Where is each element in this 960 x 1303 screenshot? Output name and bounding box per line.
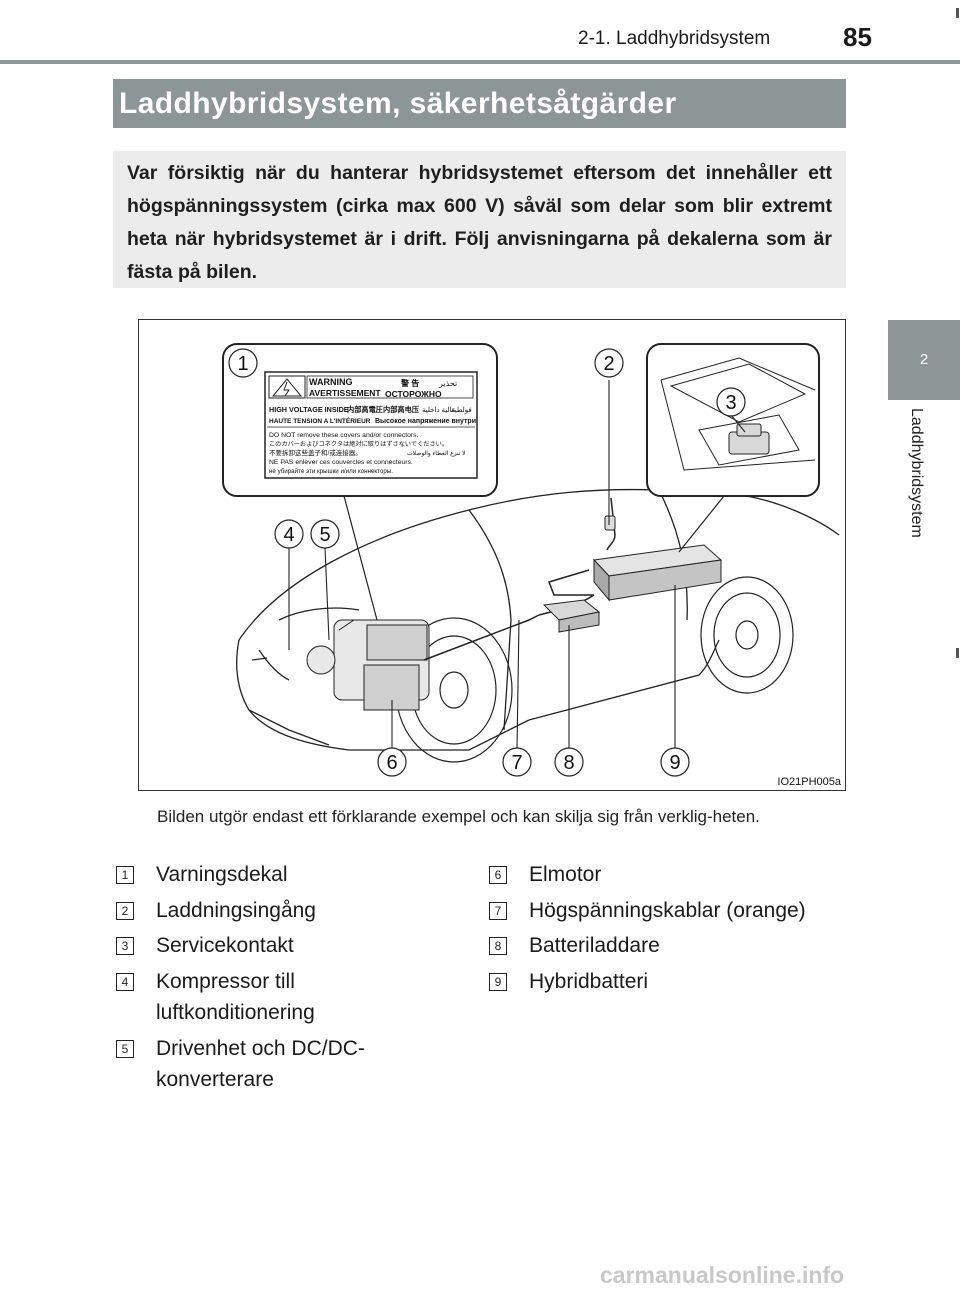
legend-label: Elmotor <box>529 859 601 890</box>
figure-code: IO21PH005a <box>777 776 841 788</box>
page-number: 85 <box>843 22 872 53</box>
car-illustration: WARNING AVERTISSEMENT 警 告 ОСТОРОЖНО تحذي… <box>139 320 845 790</box>
chapter-tab: 2 <box>888 320 960 400</box>
svg-text:9: 9 <box>669 752 680 774</box>
callout-6: 6 <box>378 748 406 776</box>
callout-2: 2 <box>595 349 623 377</box>
svg-text:WARNING: WARNING <box>309 377 353 387</box>
svg-text:NE PAS enlever ces couvercles: NE PAS enlever ces couvercles et connect… <box>269 459 413 466</box>
legend-number: 8 <box>489 937 507 955</box>
svg-text:7: 7 <box>511 752 522 774</box>
section-title: 2-1. Laddhybridsystem <box>578 28 770 50</box>
svg-text:内部高電圧: 内部高電圧 <box>347 405 384 414</box>
legend-label: Varningsdekal <box>156 859 288 890</box>
svg-text:3: 3 <box>725 392 736 414</box>
svg-text:HIGH VOLTAGE INSIDE: HIGH VOLTAGE INSIDE <box>269 405 349 414</box>
callout-5: 5 <box>311 520 339 548</box>
svg-text:1: 1 <box>237 353 248 375</box>
legend-label: Kompressor till luftkonditionering <box>156 966 315 1028</box>
figure-caption: Bilden utgör endast ett förklarande exem… <box>157 806 847 828</box>
svg-text:AVERTISSEMENT: AVERTISSEMENT <box>309 388 381 398</box>
legend-label: Batteriladdare <box>529 930 660 961</box>
callout-8: 8 <box>555 748 583 776</box>
svg-text:ОСТОРОЖНО: ОСТОРОЖНО <box>385 389 442 399</box>
svg-text:فولطية: فولطية <box>451 406 472 414</box>
svg-text:4: 4 <box>283 524 294 546</box>
svg-text:不要拆卸这些盖子和/或连接器。: 不要拆卸这些盖子和/或连接器。 <box>269 448 362 457</box>
callout-7: 7 <box>503 748 531 776</box>
callout-3: 3 <box>717 388 745 416</box>
hybrid-system-figure: WARNING AVERTISSEMENT 警 告 ОСТОРОЖНО تحذي… <box>138 319 846 791</box>
svg-text:内部高电压: 内部高电压 <box>383 405 420 414</box>
legend-label: Laddningsingång <box>156 895 316 926</box>
svg-text:警 告: 警 告 <box>400 378 419 388</box>
legend-label: Hybridbatteri <box>529 966 648 997</box>
legend-number: 1 <box>116 866 134 884</box>
legend-number: 7 <box>489 902 507 920</box>
legend-label: Servicekontakt <box>156 930 294 961</box>
page-title: Laddhybridsystem, säkerhetsåtgärder <box>113 79 846 128</box>
legend-label: Högspänningskablar (orange) <box>529 895 806 926</box>
legend-number: 4 <box>116 973 134 991</box>
svg-text:DO NOT remove these covers and: DO NOT remove these covers and/or connec… <box>269 432 419 439</box>
svg-text:HAUTE TENSION A L'INTÉRIEUR: HAUTE TENSION A L'INTÉRIEUR <box>269 416 371 425</box>
warning-label-balloon: WARNING AVERTISSEMENT 警 告 ОСТОРОЖНО تحذي… <box>223 344 497 620</box>
margin-mark <box>956 8 959 18</box>
battery-charger <box>544 600 599 632</box>
callout-4: 4 <box>275 520 303 548</box>
svg-text:6: 6 <box>386 752 397 774</box>
header-divider <box>0 60 960 64</box>
svg-text:8: 8 <box>563 752 574 774</box>
svg-text:تحذير: تحذير <box>438 379 457 388</box>
rear-wheel <box>701 577 793 693</box>
callout-1: 1 <box>229 349 257 377</box>
legend-number: 3 <box>116 937 134 955</box>
legend-number: 2 <box>116 902 134 920</box>
svg-text:не убирайте эти крышки и/или к: не убирайте эти крышки и/или коннекторы. <box>269 468 393 475</box>
legend-number: 9 <box>489 973 507 991</box>
intro-box: Var försiktig när du hanterar hybridsyst… <box>113 151 846 288</box>
hybrid-battery <box>594 545 721 600</box>
margin-mark <box>956 648 959 658</box>
legend-number: 5 <box>116 1040 134 1058</box>
callout-9: 9 <box>661 748 689 776</box>
legend-label: Drivenhet och DC/DC- konverterare <box>156 1033 365 1095</box>
svg-text:5: 5 <box>319 524 330 546</box>
svg-text:لا تنزع الغطاء والوصلات: لا تنزع الغطاء والوصلات <box>407 450 466 457</box>
charging-inlet <box>605 516 615 530</box>
svg-text:Высокое напряжение внутри: Высокое напряжение внутри <box>375 418 476 425</box>
legend-number: 6 <box>489 866 507 884</box>
chapter-tab-label: Laddhybridsystem <box>904 408 928 576</box>
svg-text:2: 2 <box>603 353 614 375</box>
intro-text: Var försiktig när du hanterar hybridsyst… <box>127 157 832 289</box>
watermark: carmanualsonline.info <box>600 1262 844 1289</box>
svg-text:このカバーおよびコネクタは絶対に取りはずさないでください。: このカバーおよびコネクタは絶対に取りはずさないでください。 <box>269 440 448 448</box>
engine-cluster <box>307 620 429 710</box>
